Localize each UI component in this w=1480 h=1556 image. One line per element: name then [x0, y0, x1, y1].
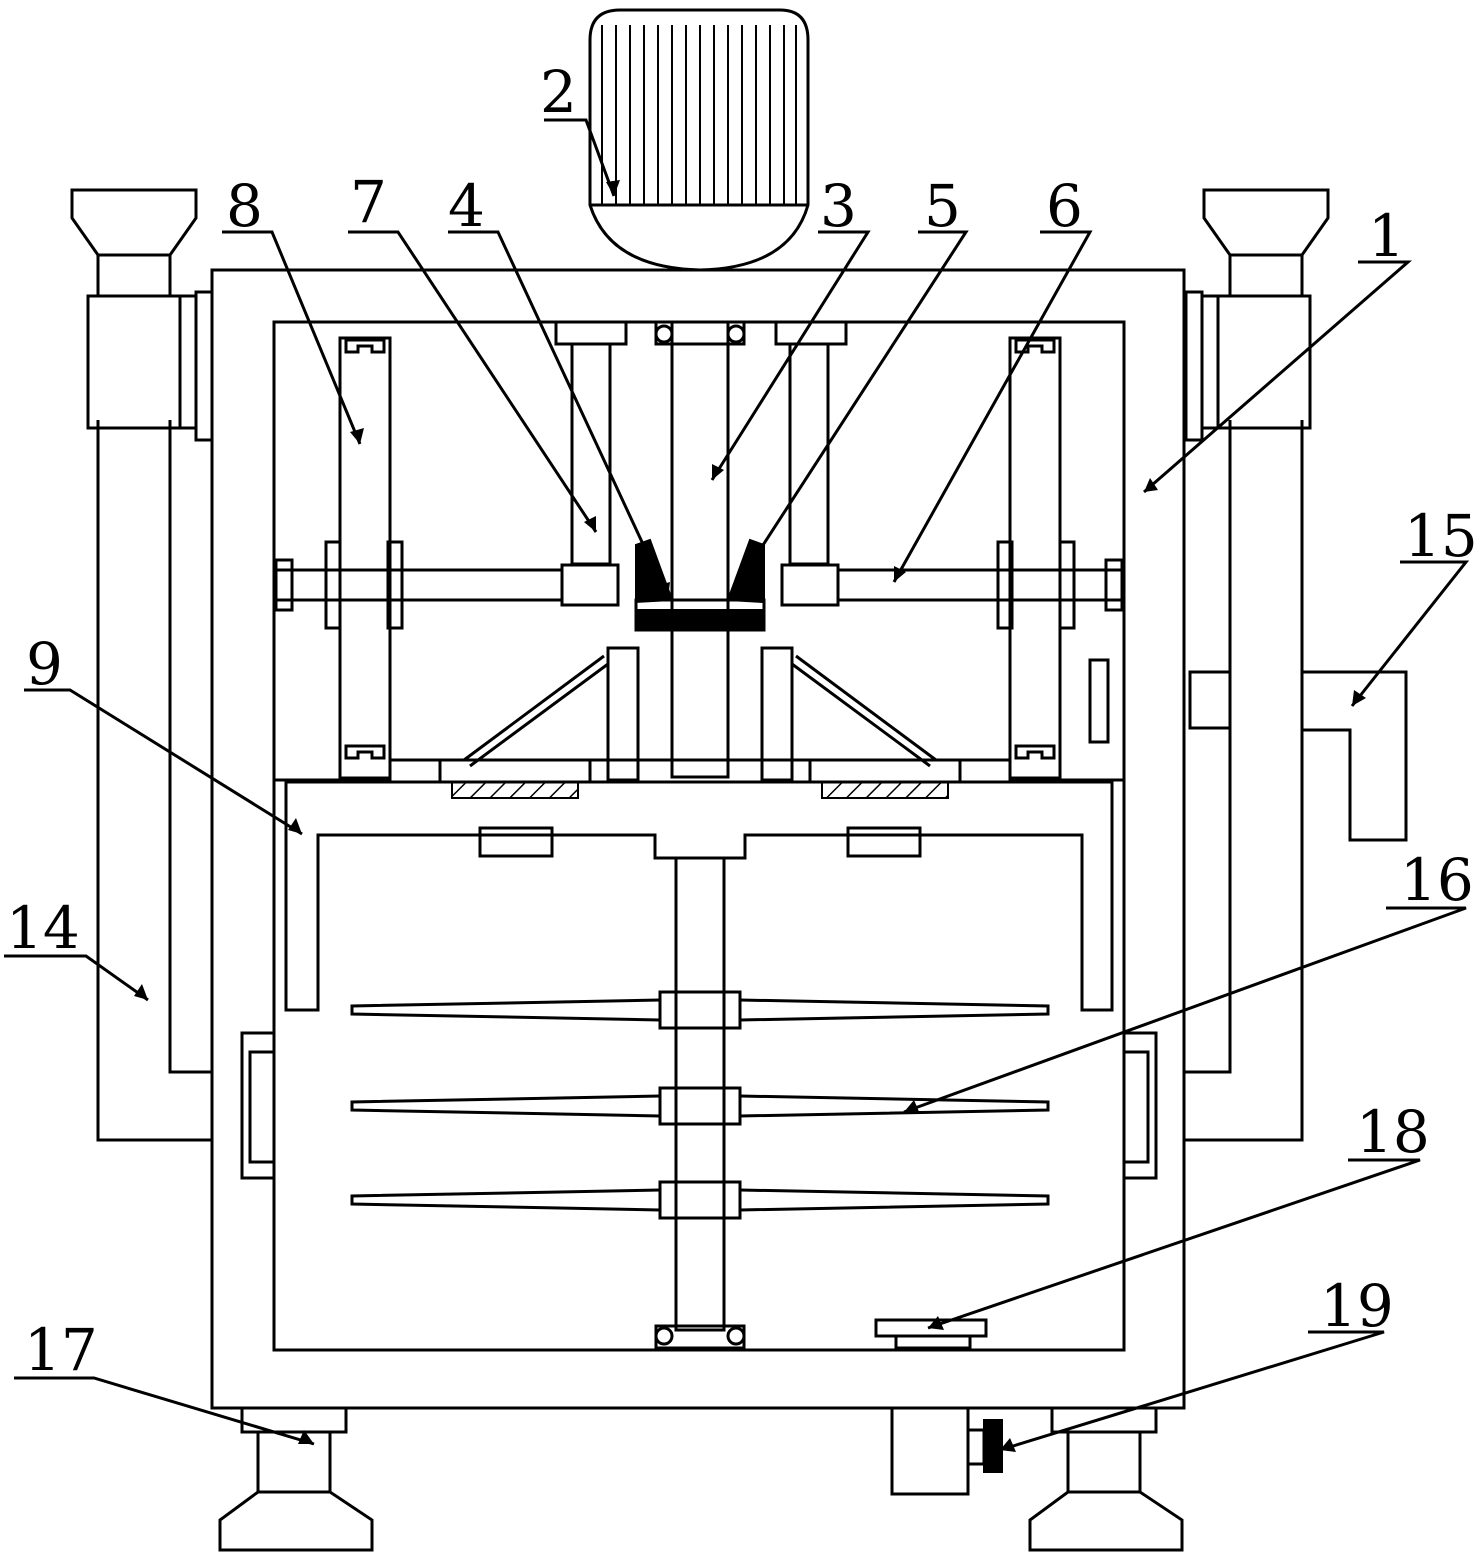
leader-lines: [4, 118, 1470, 1452]
guide-rails: [338, 336, 1110, 780]
bevel-gears: [560, 538, 840, 632]
feed-pipes: [70, 188, 1330, 1142]
motor: [588, 8, 810, 272]
label-3: 3: [820, 172, 857, 240]
horizontal-shaft: [274, 540, 1124, 630]
lift-plate: [274, 646, 1124, 799]
label-15: 15: [1404, 502, 1478, 570]
stirring-assembly: [350, 856, 1050, 1350]
side-box: [1188, 670, 1408, 842]
label-19: 19: [1320, 1272, 1394, 1340]
label-8: 8: [226, 172, 263, 240]
label-14: 14: [6, 894, 80, 962]
label-1: 1: [1368, 202, 1405, 270]
label-16: 16: [1400, 846, 1474, 914]
label-18: 18: [1356, 1098, 1430, 1166]
support-feet: [218, 1406, 1184, 1552]
label-7: 7: [350, 168, 387, 236]
mixing-tank: [240, 780, 1158, 1180]
main-shaft: [554, 320, 848, 779]
label-9: 9: [26, 630, 63, 698]
part-labels: 2 8 7 4 3 5 6 1 15 9 16 14 18 19 17: [6, 58, 1478, 1384]
label-2: 2: [540, 58, 577, 126]
label-6: 6: [1046, 172, 1083, 240]
label-4: 4: [448, 172, 485, 240]
label-5: 5: [924, 172, 961, 240]
label-17: 17: [24, 1316, 98, 1384]
